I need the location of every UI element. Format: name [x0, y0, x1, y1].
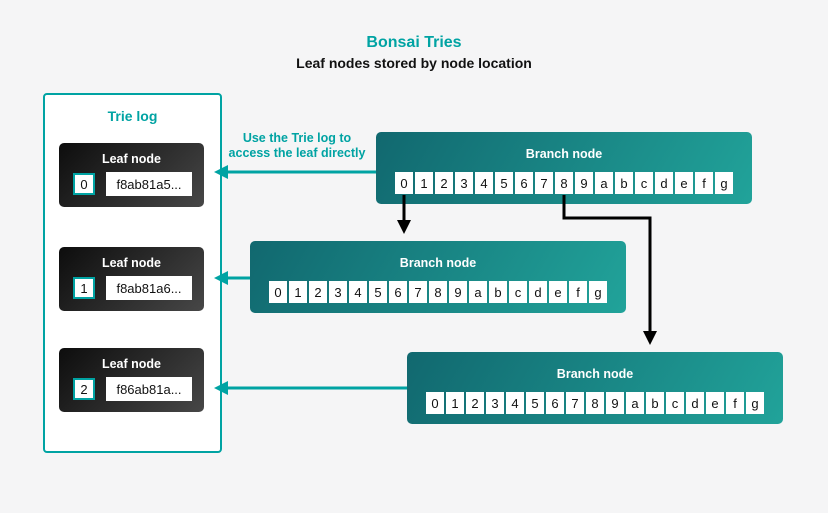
branch-cell: g	[589, 281, 607, 303]
branch-cell: 2	[466, 392, 484, 414]
branch-cell: 9	[575, 172, 593, 194]
branch-cell: 7	[535, 172, 553, 194]
branch-cell: 5	[526, 392, 544, 414]
branch-cell: 1	[446, 392, 464, 414]
branch-node-label: Branch node	[399, 256, 477, 270]
branch-cell: f	[569, 281, 587, 303]
branch-cell: 2	[309, 281, 327, 303]
leaf-node-2: Leaf node 2 f86ab81a...	[59, 348, 204, 412]
branch-cell: a	[626, 392, 644, 414]
trie-log-title: Trie log	[107, 108, 158, 124]
branch-cell: b	[489, 281, 507, 303]
branch-cell: e	[549, 281, 567, 303]
branch-cell: 3	[486, 392, 504, 414]
branch-cell: 0	[426, 392, 444, 414]
branch-cell: 2	[435, 172, 453, 194]
trie-log-annotation: Use the Trie log to access the leaf dire…	[228, 131, 366, 160]
branch-cell: b	[615, 172, 633, 194]
branch-cell: d	[686, 392, 704, 414]
branch-cell: c	[666, 392, 684, 414]
trie-log-container: Trie log Leaf node 0 f8ab81a5... Leaf no…	[43, 93, 222, 453]
branch-cell: d	[529, 281, 547, 303]
branch-cell: 9	[449, 281, 467, 303]
leaf-hash-box: f86ab81a...	[106, 377, 192, 401]
branch-cell: e	[675, 172, 693, 194]
branch-cell: c	[635, 172, 653, 194]
diagram-subtitle: Leaf nodes stored by node location	[296, 55, 532, 71]
branch-cell: g	[746, 392, 764, 414]
branch-cell: 6	[389, 281, 407, 303]
leaf-hash-box: f8ab81a5...	[106, 172, 192, 196]
diagram-header: Bonsai Tries Leaf nodes stored by node l…	[0, 33, 828, 72]
branch-cell: e	[706, 392, 724, 414]
leaf-index-box: 2	[73, 378, 95, 400]
branch-cell: 7	[409, 281, 427, 303]
branch-cell: 9	[606, 392, 624, 414]
branch-cell: 8	[555, 172, 573, 194]
branch-cell: 8	[586, 392, 604, 414]
leaf-node-label: Leaf node	[101, 256, 162, 270]
branch-cell: f	[726, 392, 744, 414]
leaf-index-box: 0	[73, 173, 95, 195]
branch-cell: 4	[506, 392, 524, 414]
branch-node-label: Branch node	[556, 367, 634, 381]
branch-cell: 5	[495, 172, 513, 194]
leaf-node-label: Leaf node	[101, 357, 162, 371]
leaf-index-box: 1	[73, 277, 95, 299]
branch-cell: 6	[515, 172, 533, 194]
branch-cell: c	[509, 281, 527, 303]
branch-cell: b	[646, 392, 664, 414]
branch-cell: 6	[546, 392, 564, 414]
branch-cell: 7	[566, 392, 584, 414]
branch-cell: 4	[475, 172, 493, 194]
leaf-node-label: Leaf node	[101, 152, 162, 166]
branch-node-label: Branch node	[525, 147, 603, 161]
branch-cell: 8	[429, 281, 447, 303]
leaf-node-0: Leaf node 0 f8ab81a5...	[59, 143, 204, 207]
branch-cell: 5	[369, 281, 387, 303]
branch-cell: 3	[455, 172, 473, 194]
branch-cell: d	[655, 172, 673, 194]
branch-cell: a	[469, 281, 487, 303]
branch-cell: a	[595, 172, 613, 194]
diagram-title: Bonsai Tries	[366, 34, 462, 51]
branch-cell: 0	[395, 172, 413, 194]
branch-cell: 4	[349, 281, 367, 303]
branch-cell: 1	[289, 281, 307, 303]
branch-cell: g	[715, 172, 733, 194]
leaf-node-1: Leaf node 1 f8ab81a6...	[59, 247, 204, 311]
branch-cell: 0	[269, 281, 287, 303]
branch-cell: f	[695, 172, 713, 194]
branch-cell: 3	[329, 281, 347, 303]
branch-cell: 1	[415, 172, 433, 194]
leaf-hash-box: f8ab81a6...	[106, 276, 192, 300]
